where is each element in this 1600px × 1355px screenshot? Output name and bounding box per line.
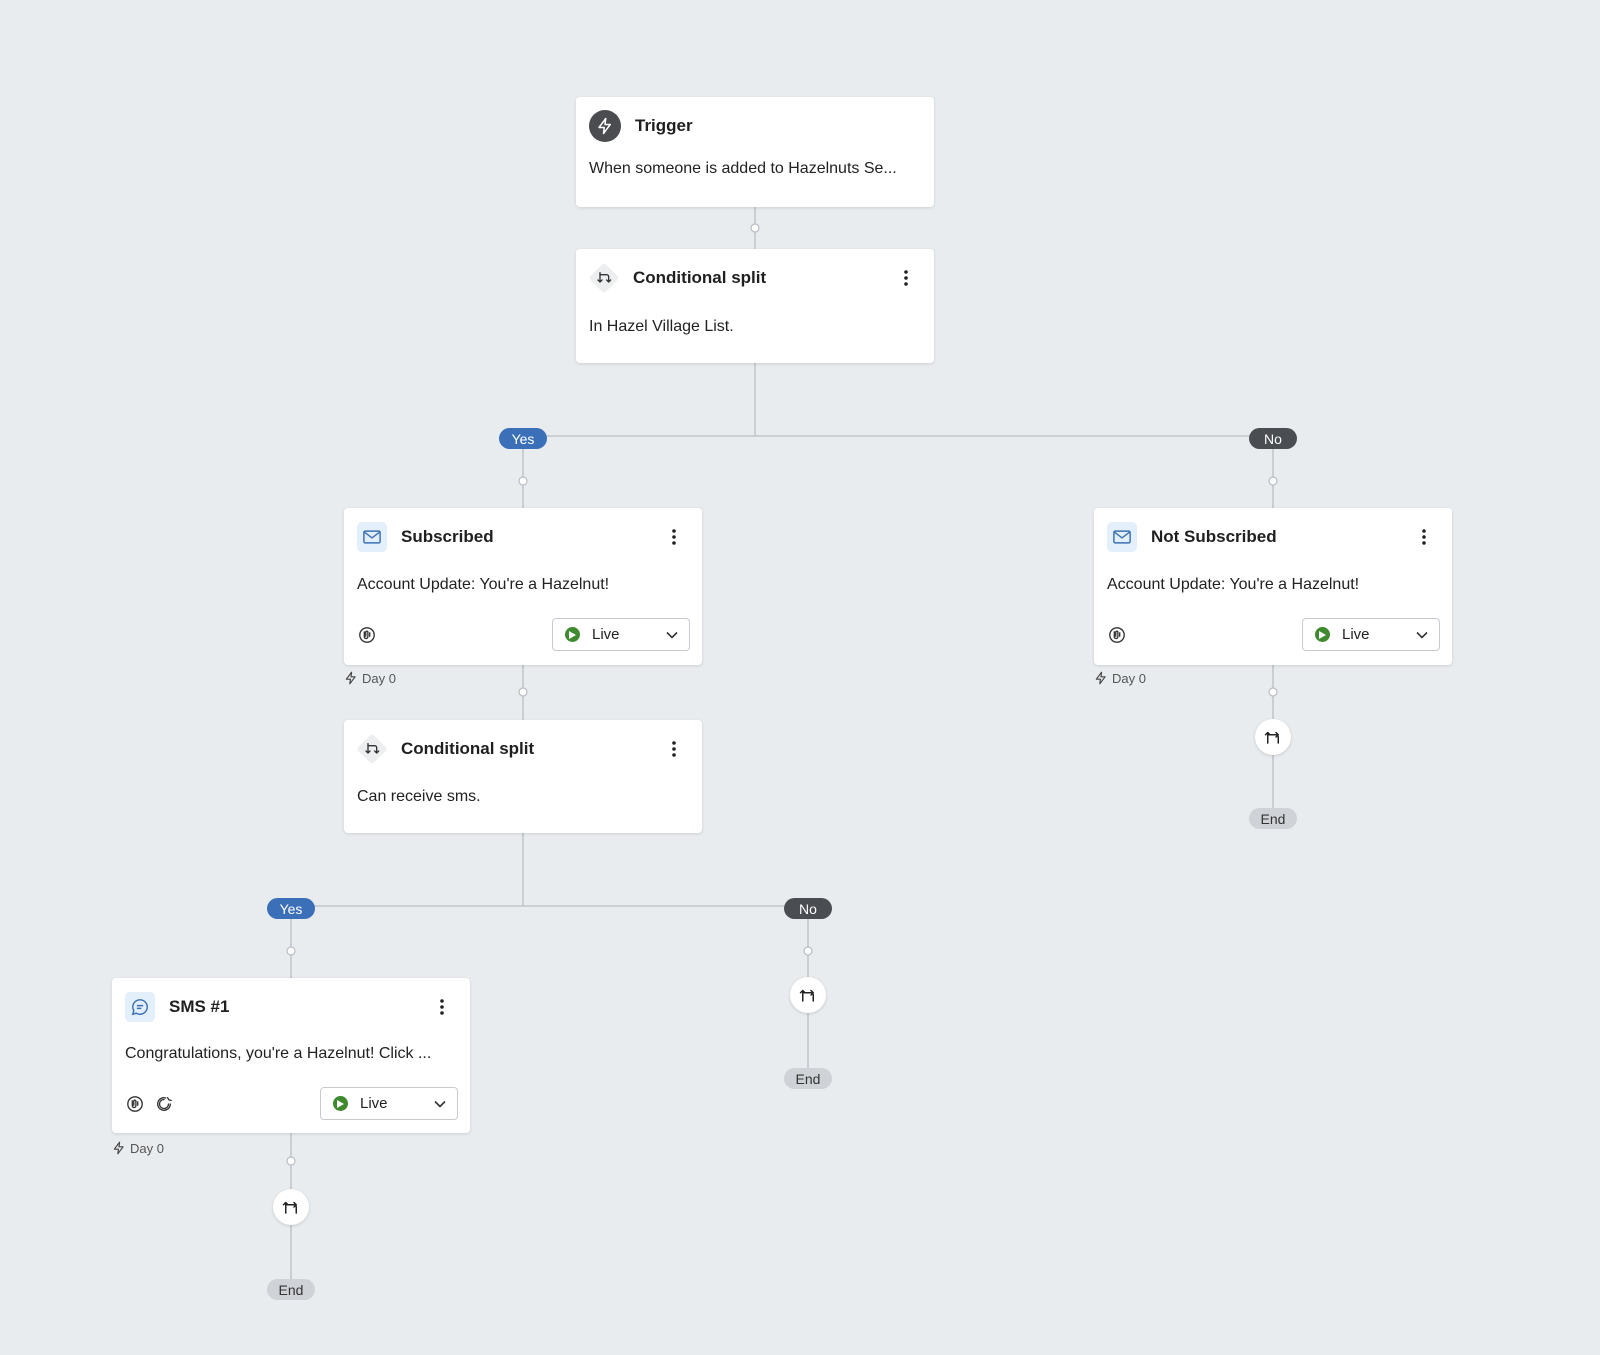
smart-sending-icon xyxy=(154,1094,174,1114)
status-label: Live xyxy=(1342,626,1370,643)
chevron-down-icon xyxy=(1416,631,1428,639)
day-text: Day 0 xyxy=(362,670,396,686)
more-vertical-icon[interactable] xyxy=(1414,525,1434,549)
conditional-split-card[interactable]: Conditional split Can receive sms. xyxy=(344,720,702,833)
conditional-split-card[interactable]: Conditional split In Hazel Village List. xyxy=(576,249,934,363)
lightning-bolt-icon xyxy=(345,671,356,685)
sms-card[interactable]: SMS #1 Congratulations, you're a Hazelnu… xyxy=(112,978,470,1133)
status-dropdown[interactable]: Live xyxy=(320,1087,458,1120)
play-circle-icon xyxy=(1315,627,1330,642)
chevron-down-icon xyxy=(666,631,678,639)
status-dropdown[interactable]: Live xyxy=(552,618,690,651)
exit-flow-icon[interactable] xyxy=(1255,719,1291,755)
delay-label: Day 0 xyxy=(344,670,396,686)
trigger-description: When someone is added to Hazelnuts Se... xyxy=(589,160,897,177)
split-arrows-icon xyxy=(356,733,388,765)
yes-branch-label: Yes xyxy=(267,898,315,919)
delay-label: Day 0 xyxy=(112,1140,164,1156)
link-tracking-icon xyxy=(125,1094,145,1114)
chat-bubble-icon xyxy=(125,992,155,1022)
delay-label: Day 0 xyxy=(1094,670,1146,686)
email-card-subscribed[interactable]: Subscribed Account Update: You're a Haze… xyxy=(344,508,702,665)
trigger-title: Trigger xyxy=(635,116,693,135)
more-vertical-icon[interactable] xyxy=(432,995,452,1019)
exit-flow-icon[interactable] xyxy=(273,1189,309,1225)
split-arrows-icon xyxy=(588,262,620,294)
end-label: End xyxy=(1249,808,1297,829)
split-description: Can receive sms. xyxy=(357,788,481,805)
email-title: Not Subscribed xyxy=(1151,527,1277,546)
email-title: Subscribed xyxy=(401,527,494,546)
more-vertical-icon[interactable] xyxy=(664,525,684,549)
no-branch-label: No xyxy=(1249,428,1297,449)
email-subject: Account Update: You're a Hazelnut! xyxy=(357,576,610,593)
split-description: In Hazel Village List. xyxy=(589,318,734,335)
play-circle-icon xyxy=(565,627,580,642)
yes-branch-label: Yes xyxy=(499,428,547,449)
email-subject: Account Update: You're a Hazelnut! xyxy=(1107,576,1360,593)
more-vertical-icon[interactable] xyxy=(896,266,916,290)
split-title: Conditional split xyxy=(401,739,535,758)
end-label: End xyxy=(784,1068,832,1089)
end-label: End xyxy=(267,1279,315,1300)
sms-message: Congratulations, you're a Hazelnut! Clic… xyxy=(125,1045,432,1062)
link-tracking-icon xyxy=(1107,625,1127,645)
day-text: Day 0 xyxy=(130,1140,164,1156)
sms-title: SMS #1 xyxy=(169,997,230,1016)
envelope-icon xyxy=(1107,522,1137,552)
chevron-down-icon xyxy=(434,1100,446,1108)
envelope-icon xyxy=(357,522,387,552)
trigger-card[interactable]: Trigger When someone is added to Hazelnu… xyxy=(576,97,934,207)
play-circle-icon xyxy=(333,1096,348,1111)
status-label: Live xyxy=(592,626,620,643)
split-title: Conditional split xyxy=(633,268,767,287)
status-label: Live xyxy=(360,1095,388,1112)
exit-flow-icon[interactable] xyxy=(790,977,826,1013)
email-card-not-subscribed[interactable]: Not Subscribed Account Update: You're a … xyxy=(1094,508,1452,665)
lightning-bolt-icon xyxy=(1095,671,1106,685)
more-vertical-icon[interactable] xyxy=(664,737,684,761)
status-dropdown[interactable]: Live xyxy=(1302,618,1440,651)
lightning-bolt-icon xyxy=(589,110,621,142)
day-text: Day 0 xyxy=(1112,670,1146,686)
link-tracking-icon xyxy=(357,625,377,645)
no-branch-label: No xyxy=(784,898,832,919)
lightning-bolt-icon xyxy=(113,1141,124,1155)
